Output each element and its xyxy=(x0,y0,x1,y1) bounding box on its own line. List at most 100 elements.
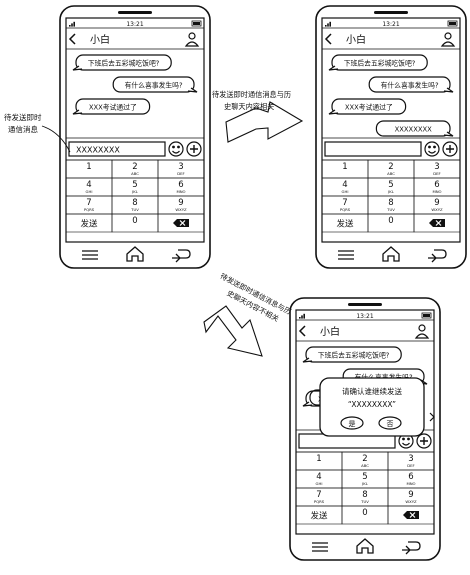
return-arrow-icon[interactable] xyxy=(428,249,447,263)
signal-icon xyxy=(69,25,71,27)
backspace-icon[interactable] xyxy=(173,219,189,227)
home-icon[interactable] xyxy=(382,246,400,262)
bubble-tail xyxy=(72,109,83,115)
key-digit: 2 xyxy=(388,162,393,172)
key-letters: ABC xyxy=(131,171,139,176)
key-digit: 1 xyxy=(86,162,91,172)
key-digit: 6 xyxy=(408,472,413,482)
key-digit: 4 xyxy=(86,180,91,190)
signal-icon xyxy=(329,21,331,27)
key-letters: DEF xyxy=(433,171,441,176)
home-icon[interactable] xyxy=(126,246,144,262)
person-icon[interactable] xyxy=(188,32,196,40)
key-letters: JKL xyxy=(387,189,395,194)
chevron-left-icon[interactable] xyxy=(68,33,76,45)
bubble-tail xyxy=(328,109,339,115)
bubble-tail xyxy=(187,87,198,93)
battery-level xyxy=(193,22,200,25)
plus-circle-icon[interactable] xyxy=(186,141,202,157)
keypad-key[interactable] xyxy=(387,505,435,525)
message-bubble xyxy=(375,120,451,137)
key-letters: WXYZ xyxy=(405,499,417,504)
emoji-mouth xyxy=(172,150,180,154)
key-digit: 3 xyxy=(434,162,439,172)
key-letters: GHI xyxy=(342,189,349,194)
key-digit: 5 xyxy=(388,180,393,190)
phone-3: 13:21小白下班后去五彩城吃饭吧?有什么喜事发生吗?XXX考12ABC3DEF… xyxy=(289,297,441,561)
message-bubble xyxy=(331,54,428,71)
key-letters: GHI xyxy=(316,481,323,486)
message-bubble xyxy=(75,54,172,71)
message-bubble xyxy=(331,98,407,115)
emoji-face-icon[interactable] xyxy=(424,141,440,157)
menu-icon[interactable] xyxy=(82,250,98,260)
bubble-tail xyxy=(328,65,339,71)
contact-name: 小白 xyxy=(90,33,110,46)
phone-1: 13:21小白下班后去五彩城吃饭吧?有什么喜事发生吗?XXX考试通过了XXXXX… xyxy=(59,5,211,269)
message-text: XXX考试通过了 xyxy=(89,103,137,112)
key-digit: 9 xyxy=(434,198,439,208)
signal-icon xyxy=(301,315,303,319)
confirm-dialog: 请确认谁继续发送“XXXXXXXX”是否 xyxy=(309,377,435,437)
key-letters: PQRS xyxy=(84,207,95,212)
menu-icon[interactable] xyxy=(312,542,328,552)
arrow1-line2: 史聊天内容相关 xyxy=(224,102,274,111)
dialog-line1: 请确认谁继续发送 xyxy=(342,386,402,396)
chevron-left-icon[interactable] xyxy=(324,33,332,45)
emoji-eye xyxy=(172,145,175,149)
message-bubble xyxy=(75,98,151,115)
backspace-x xyxy=(435,220,442,226)
battery-level xyxy=(423,314,430,317)
return-arrow-icon[interactable] xyxy=(402,541,421,555)
dialog-no-button[interactable] xyxy=(378,416,402,430)
key-digit: 3 xyxy=(178,162,183,172)
signal-icon xyxy=(327,23,329,27)
person-icon[interactable] xyxy=(444,32,452,40)
person-icon-body xyxy=(184,41,200,47)
dialog-no-label[interactable]: 否 xyxy=(387,420,394,428)
emoji-face-icon[interactable] xyxy=(168,141,184,157)
dialog-yes-label[interactable]: 是 xyxy=(349,420,356,428)
callout-line1: 待发送即时 xyxy=(4,112,42,122)
key-digit: 0 xyxy=(362,508,367,518)
key-digit: 5 xyxy=(362,472,367,482)
person-icon[interactable] xyxy=(418,324,426,332)
menu-icon[interactable] xyxy=(338,250,354,260)
message-input[interactable] xyxy=(324,141,422,157)
plus-sign xyxy=(446,145,454,153)
key-digit: 8 xyxy=(388,198,393,208)
key-letters: ABC xyxy=(361,463,369,468)
key-digit: 2 xyxy=(362,454,367,464)
battery-icon xyxy=(191,20,202,27)
battery-icon xyxy=(421,312,432,319)
send-key-label: 发送 xyxy=(80,219,98,230)
chevron-left-icon[interactable] xyxy=(298,325,306,337)
backspace-icon[interactable] xyxy=(403,511,419,519)
chevron-right-icon xyxy=(429,412,435,422)
message-text: 下班后去五彩城吃饭吧? xyxy=(344,59,416,68)
signal-icon xyxy=(325,25,327,27)
key-digit: 6 xyxy=(434,180,439,190)
message-bubble xyxy=(305,346,402,363)
keypad-key[interactable] xyxy=(157,213,205,233)
plus-circle-icon[interactable] xyxy=(442,141,458,157)
key-digit: 0 xyxy=(132,216,137,226)
key-digit: 7 xyxy=(342,198,347,208)
return-arrow-icon[interactable] xyxy=(172,249,191,263)
battery-icon xyxy=(447,20,458,27)
plus-circle-icon[interactable] xyxy=(416,433,432,449)
keypad-key[interactable] xyxy=(413,213,461,233)
callout-leader xyxy=(41,125,71,153)
message-input[interactable] xyxy=(68,141,166,157)
key-digit: 7 xyxy=(86,198,91,208)
backspace-icon[interactable] xyxy=(429,219,445,227)
message-text: XXXXXXXX xyxy=(395,126,433,134)
key-letters: MNO xyxy=(432,189,441,194)
screen xyxy=(295,309,435,535)
key-letters: PQRS xyxy=(340,207,351,212)
home-icon[interactable] xyxy=(356,538,374,554)
signal-icon xyxy=(71,23,73,27)
dialog-yes-button[interactable] xyxy=(340,416,364,430)
